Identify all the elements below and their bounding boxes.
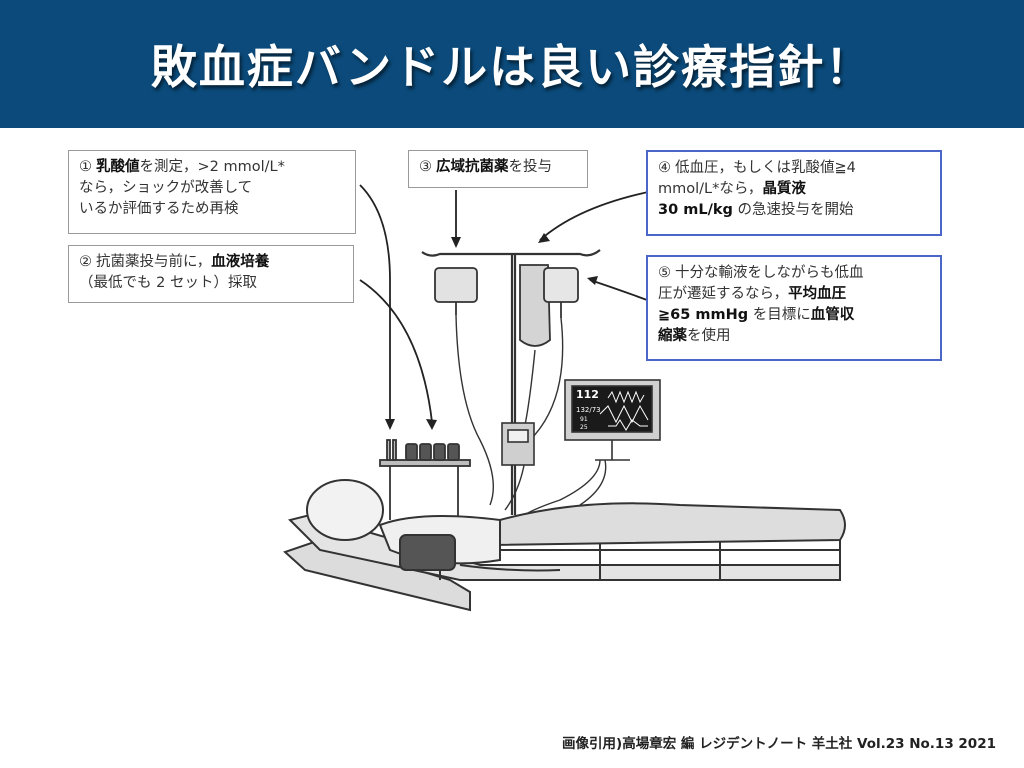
- arrow-2: [359, 279, 433, 423]
- arrow-5: [589, 279, 648, 301]
- callout-text: 圧が遷延するなら，: [658, 286, 789, 302]
- monitor-line4: 25: [580, 424, 588, 431]
- monitor-line3: 91: [580, 416, 588, 423]
- callout-text: を投与: [508, 159, 553, 175]
- page-title: 敗血症バンドルは良い診療指針！: [150, 40, 874, 94]
- arrow-4: [539, 189, 659, 241]
- iv-pole: [421, 249, 601, 515]
- title-bar: 敗血症バンドルは良い診療指針！: [0, 0, 1024, 128]
- infusion-pump: [501, 422, 535, 466]
- callout-text: 低血圧，もしくは乳酸値≧4: [675, 160, 856, 176]
- callout-text: いるか評価するため再検: [79, 201, 239, 217]
- iv-bag-left: [434, 267, 478, 315]
- monitor-bp: 132/73: [576, 406, 601, 414]
- callout-text: 十分な輸液をしながらも低血: [675, 265, 864, 281]
- callout-keyword: 晶質液: [762, 181, 806, 197]
- callout-text: を目標に: [748, 307, 811, 323]
- callout-text: を測定，>2 mmol/L*: [139, 159, 285, 175]
- callout-number: ①: [79, 159, 92, 175]
- arrow-1: [359, 184, 391, 422]
- callout-number: ③: [419, 159, 432, 175]
- callout-keyword: 縮薬: [658, 328, 687, 344]
- callout-text: 抗菌薬投与前に，: [96, 254, 212, 270]
- vital-monitor: 112 132/73 91 25: [564, 379, 661, 461]
- callout-keyword: 血管収: [810, 307, 855, 323]
- callout-keyword: 広域抗菌薬: [436, 159, 509, 175]
- sepsis-bundle-diagram: 112 132/73 91 25: [60, 140, 960, 620]
- iv-bag-right: [543, 267, 579, 318]
- callout-keyword: 乳酸値: [96, 159, 140, 175]
- callout-text: なら，ショックが改善して: [79, 180, 253, 196]
- patient-illustration: 112 132/73 91 25: [283, 184, 846, 612]
- monitor-hr: 112: [576, 388, 599, 401]
- callout-keyword: 血液培養: [211, 254, 270, 270]
- callout-keyword: 30 mL/kg: [658, 202, 733, 218]
- callout-number: ②: [79, 254, 92, 270]
- arrow-heads: [385, 233, 598, 430]
- blood-culture-table: [379, 439, 471, 520]
- patient: [306, 479, 846, 572]
- iv-tubing: [455, 314, 564, 511]
- image-citation: 画像引用)高場章宏 編 レジデントノート 羊土社 Vol.23 No.13 20…: [562, 736, 996, 752]
- callout-keyword: ≧65 mmHg: [658, 307, 749, 323]
- callout-text: の急速投与を開始: [732, 202, 854, 218]
- iv-bag-center: [519, 264, 551, 347]
- callout-keyword: 平均血圧: [788, 286, 847, 302]
- callout-arrows: [359, 184, 659, 423]
- callout-text: mmol/L*なら，: [658, 181, 763, 197]
- callout-text: を使用: [687, 328, 731, 344]
- callout-text: （最低でも 2 セット）採取: [79, 275, 257, 291]
- callout-number: ④: [658, 160, 671, 176]
- callout-number: ⑤: [658, 265, 671, 281]
